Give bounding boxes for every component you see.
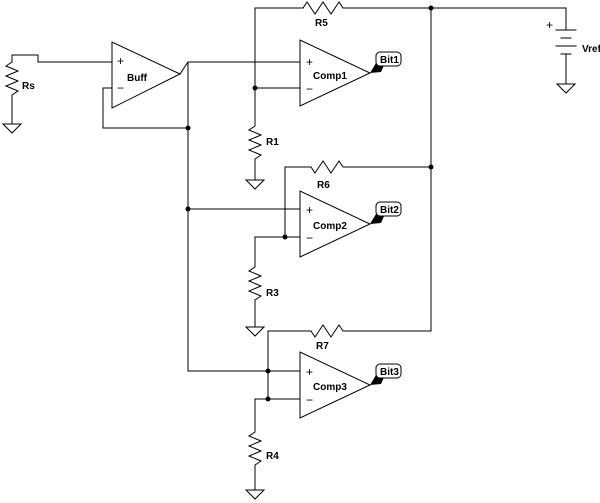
buffer-output-bus bbox=[179, 61, 301, 372]
comparator-3: + − Comp3 R7 R4 Bit3 bbox=[244, 324, 432, 500]
r1-label: R1 bbox=[266, 137, 279, 148]
comp2-minus-sign: − bbox=[306, 231, 313, 245]
r6-label: R6 bbox=[317, 180, 330, 191]
comp1-plus-sign: + bbox=[306, 55, 313, 69]
bit1-output: Bit1 bbox=[380, 55, 399, 66]
comp3-label: Comp3 bbox=[313, 382, 347, 393]
bit2-output: Bit2 bbox=[380, 205, 399, 216]
r7-label: R7 bbox=[316, 341, 329, 352]
comp3-plus-sign: + bbox=[306, 365, 313, 379]
source-resistor: Rs bbox=[1, 54, 39, 134]
r5-label: R5 bbox=[315, 18, 328, 29]
comp1-label: Comp1 bbox=[313, 71, 347, 82]
vref-plus-sign: + bbox=[546, 18, 553, 32]
buffer-opamp: + − Buff bbox=[37, 41, 189, 129]
comp1-minus-sign: − bbox=[306, 82, 313, 96]
reference-bus: R5 bbox=[254, 1, 567, 332]
vref-label: Vref bbox=[582, 44, 600, 55]
vref-source: + Vref bbox=[546, 7, 600, 94]
r3-label: R3 bbox=[266, 288, 279, 299]
buffer-minus-sign: − bbox=[117, 81, 124, 95]
r4-label: R4 bbox=[266, 451, 279, 462]
comp2-plus-sign: + bbox=[306, 203, 313, 217]
buffer-label: Buff bbox=[127, 73, 148, 84]
bit3-output: Bit3 bbox=[380, 367, 399, 378]
rs-label: Rs bbox=[22, 81, 35, 92]
buffer-plus-sign: + bbox=[117, 54, 124, 68]
comp3-minus-sign: − bbox=[306, 393, 313, 407]
comp2-label: Comp2 bbox=[313, 221, 347, 232]
comparator-1: + − Comp1 R1 Bit1 bbox=[244, 39, 402, 190]
comparator-2: + − Comp2 R6 R3 Bit2 bbox=[244, 160, 432, 337]
